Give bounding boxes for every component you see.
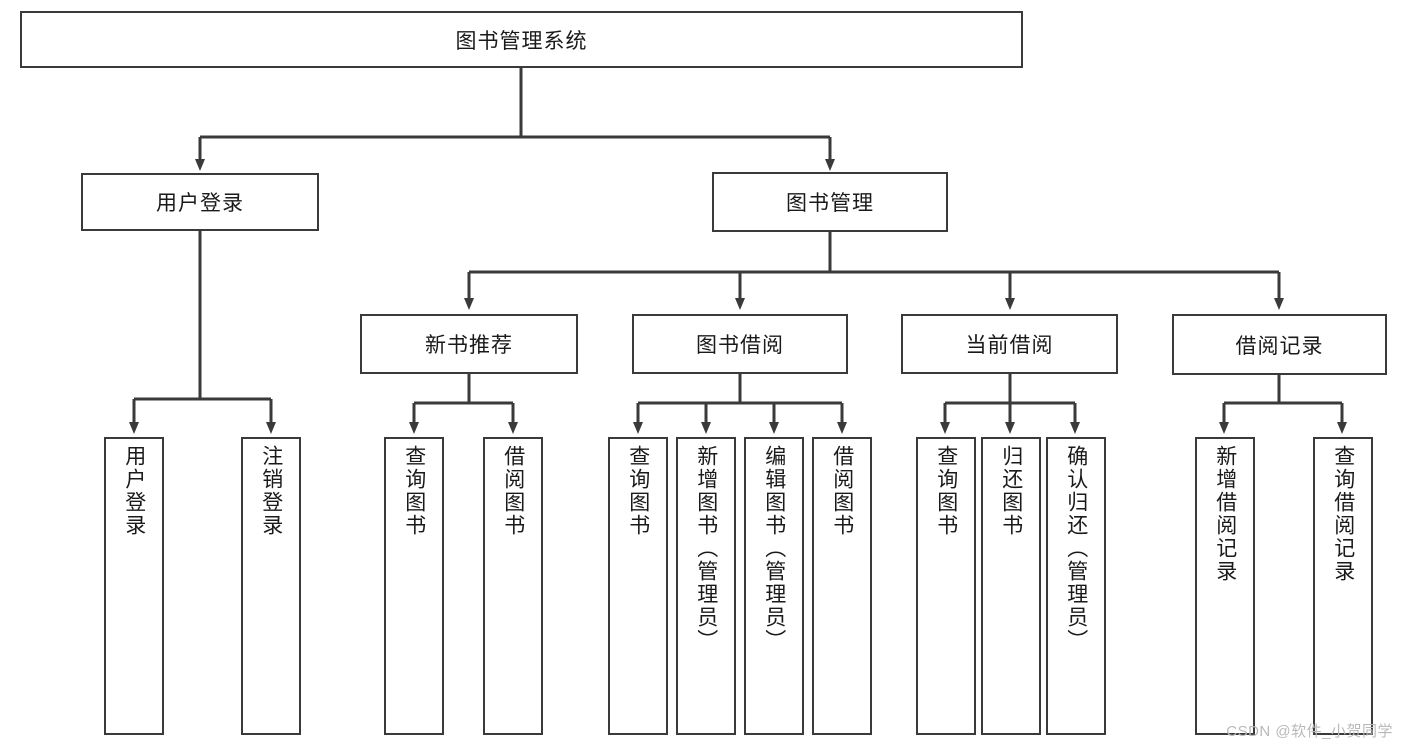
leaf-label: 借阅图书 [501,445,525,537]
leaf-current-confirm-return-admin[interactable]: 确认归还（管理员） [1046,437,1106,735]
leaf-user-login-signin[interactable]: 用户登录 [104,437,164,735]
leaf-label: 查询借阅记录 [1331,445,1355,583]
leaf-new-books-query[interactable]: 查询图书 [384,437,444,735]
leaf-borrow-add-book-admin[interactable]: 新增图书（管理员） [676,437,736,735]
node-book-management[interactable]: 图书管理 [712,172,948,232]
node-new-book-recommend[interactable]: 新书推荐 [360,314,578,374]
node-borrow-records-label: 借阅记录 [1235,334,1324,358]
leaf-label: 注销登录 [259,445,283,537]
node-user-login-label: 用户登录 [156,192,244,215]
leaf-borrow-edit-book-admin[interactable]: 编辑图书（管理员） [744,437,804,735]
leaf-label: 用户登录 [122,445,146,537]
node-borrow-records[interactable]: 借阅记录 [1172,314,1387,375]
leaf-label: 编辑图书（管理员） [762,445,786,652]
leaf-label: 新增图书（管理员） [694,445,718,652]
leaf-label: 查询图书 [626,445,650,537]
leaf-label: 新增借阅记录 [1213,445,1237,583]
node-new-book-recommend-label: 新书推荐 [425,334,513,357]
leaf-borrow-query[interactable]: 查询图书 [608,437,668,735]
watermark: CSDN @软件_小贺同学 [1226,723,1393,740]
node-root[interactable]: 图书管理系统 [20,11,1023,68]
node-user-login[interactable]: 用户登录 [81,173,319,231]
node-root-label: 图书管理系统 [455,29,588,53]
leaf-current-query[interactable]: 查询图书 [916,437,976,735]
leaf-label: 查询图书 [934,445,958,537]
leaf-borrow-borrow-book[interactable]: 借阅图书 [812,437,872,735]
node-current-borrow[interactable]: 当前借阅 [901,314,1118,374]
leaf-records-query[interactable]: 查询借阅记录 [1313,437,1373,735]
leaf-user-login-signout[interactable]: 注销登录 [241,437,301,735]
leaf-label: 确认归还（管理员） [1064,445,1088,652]
node-book-management-label: 图书管理 [786,192,874,215]
leaf-records-add[interactable]: 新增借阅记录 [1195,437,1255,735]
leaf-new-books-borrow[interactable]: 借阅图书 [483,437,543,735]
leaf-current-return[interactable]: 归还图书 [981,437,1041,735]
node-book-borrow[interactable]: 图书借阅 [632,314,848,374]
leaf-label: 归还图书 [999,445,1023,537]
node-book-borrow-label: 图书借阅 [696,334,784,357]
leaf-label: 查询图书 [402,445,426,537]
leaf-label: 借阅图书 [830,445,854,537]
node-current-borrow-label: 当前借阅 [965,334,1054,357]
